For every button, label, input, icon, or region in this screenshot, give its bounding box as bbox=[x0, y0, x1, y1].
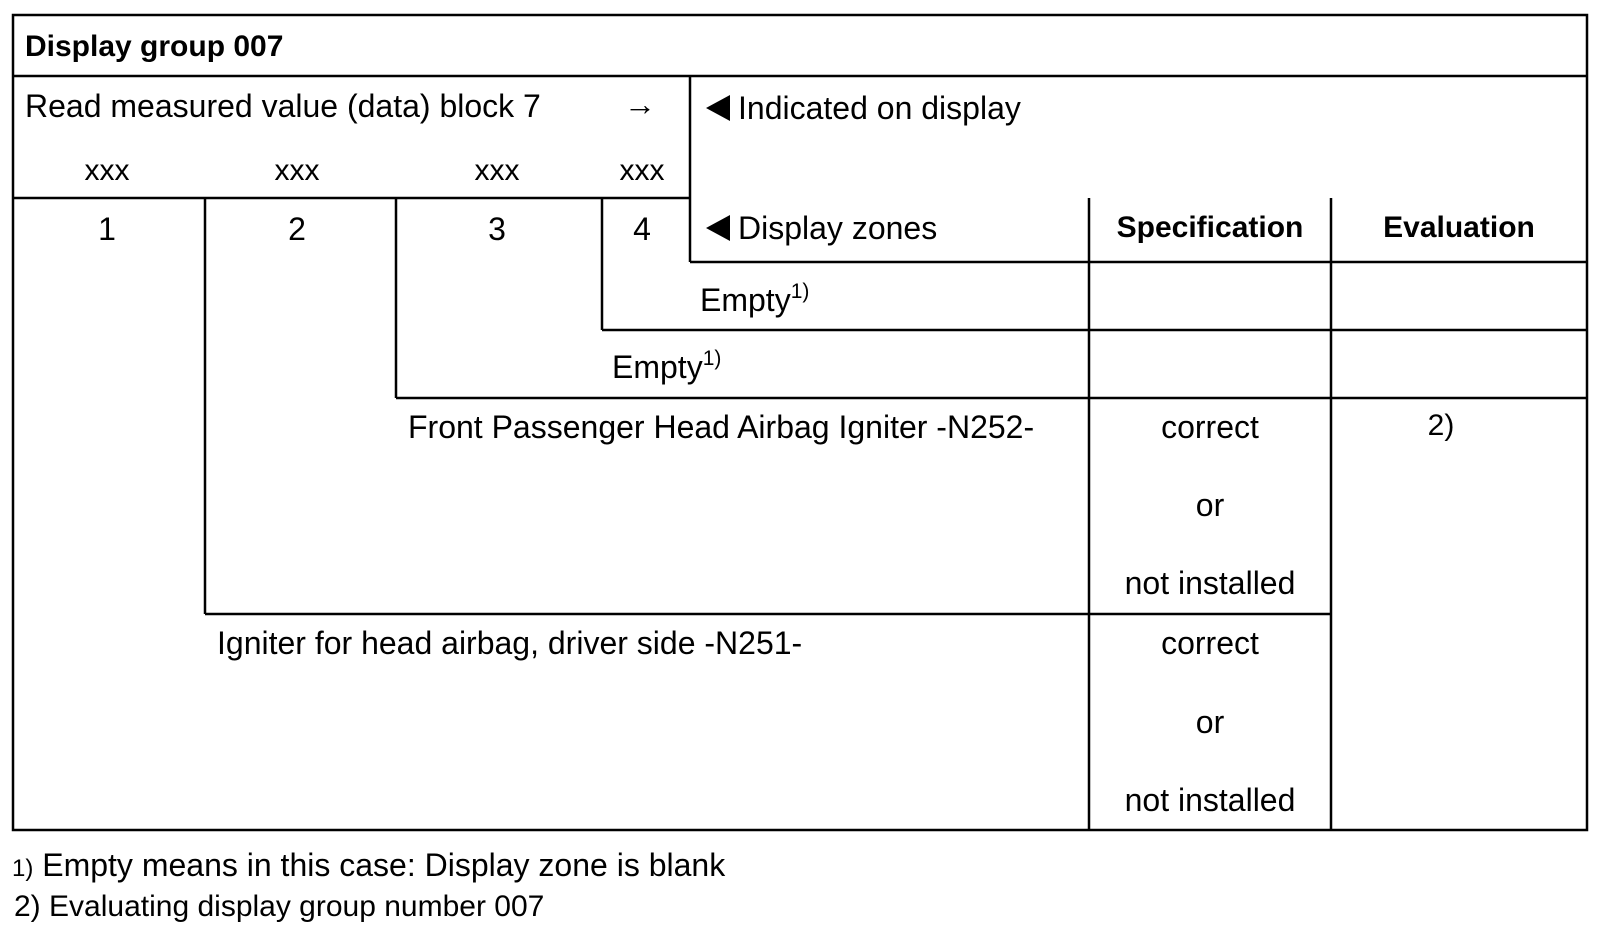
spec-or: or bbox=[1195, 487, 1225, 523]
xxx-label-4: xxx bbox=[619, 154, 665, 187]
table-title: Display group 007 bbox=[25, 30, 284, 63]
arrow-icon: → bbox=[624, 86, 656, 122]
footnote-2: 2) Evaluating display group number 007 bbox=[14, 892, 544, 922]
row-label-n251: Igniter for head airbag, driver side -N2… bbox=[217, 625, 803, 661]
footnote-text: Empty means in this case: Display zone i… bbox=[42, 847, 726, 883]
xxx-label-1: xxx bbox=[84, 154, 130, 187]
footnote-1: 1) Empty means in this case: Display zon… bbox=[12, 849, 725, 881]
row-empty-zone-4: Empty1) bbox=[700, 281, 809, 316]
indicated-on-display-label: Indicated on display bbox=[706, 92, 1021, 124]
footnote-marker: 2) bbox=[14, 890, 41, 923]
triangle-left-icon bbox=[706, 215, 730, 241]
row-empty-zone-3: Empty1) bbox=[612, 348, 721, 383]
spec-or: or bbox=[1195, 704, 1225, 740]
row-label-n252: Front Passenger Head Airbag Igniter -N25… bbox=[408, 409, 1035, 445]
field-number-2: 2 bbox=[288, 211, 306, 247]
spec-correct: correct bbox=[1161, 409, 1259, 445]
empty-label: Empty bbox=[612, 349, 703, 385]
read-measured-value-label: Read measured value (data) block 7 bbox=[25, 88, 541, 124]
display-zones-label: Display zones bbox=[706, 212, 937, 244]
indicated-on-display-text: Indicated on display bbox=[738, 90, 1021, 126]
field-number-1: 1 bbox=[98, 211, 116, 247]
footnote-ref: 1) bbox=[790, 280, 810, 303]
footnote-marker: 1) bbox=[12, 855, 34, 882]
xxx-label-2: xxx bbox=[274, 154, 320, 187]
spec-not-installed: not installed bbox=[1124, 782, 1296, 818]
field-number-3: 3 bbox=[488, 211, 506, 247]
empty-label: Empty bbox=[700, 282, 791, 318]
spec-not-installed: not installed bbox=[1124, 565, 1296, 601]
field-number-4: 4 bbox=[633, 211, 651, 247]
display-zones-text: Display zones bbox=[738, 210, 938, 246]
footnote-text: Evaluating display group number 007 bbox=[49, 890, 545, 923]
xxx-label-3: xxx bbox=[474, 154, 520, 187]
footnote-ref: 1) bbox=[702, 347, 722, 370]
evaluation-header: Evaluation bbox=[1383, 211, 1535, 244]
spec-correct: correct bbox=[1161, 625, 1259, 661]
triangle-left-icon bbox=[706, 95, 730, 121]
evaluation-footnote-ref: 2) bbox=[1427, 409, 1455, 442]
specification-header: Specification bbox=[1116, 211, 1304, 244]
